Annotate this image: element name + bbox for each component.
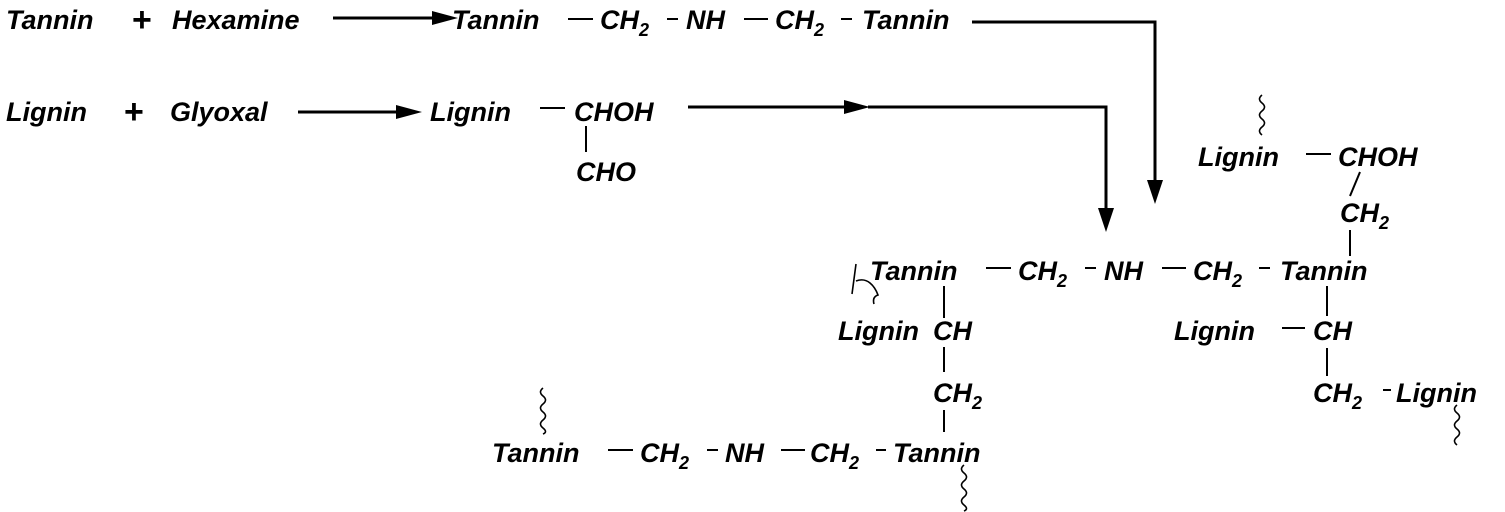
svg-text:CH2: CH2 xyxy=(1018,256,1067,291)
reaction-arrow-1-down xyxy=(972,20,1163,204)
reactant-lignin: Lignin xyxy=(6,97,87,127)
reaction-lignin-glyoxal: Lignin + Glyoxal Lignin CHOH CHO xyxy=(6,93,1114,232)
svg-text:Lignin: Lignin xyxy=(1396,378,1477,408)
reactant-hexamine: Hexamine xyxy=(172,5,300,35)
reactant-glyoxal: Glyoxal xyxy=(170,97,268,127)
crosslinked-network: Lignin CHOH CH2 Tannin CH2 NH CH2 Tannin… xyxy=(492,94,1477,512)
network-top-right-lignin: Lignin CHOH CH2 xyxy=(1198,94,1418,256)
product-tannin-bridge: Tannin CH2 NH CH2 Tannin xyxy=(452,5,950,40)
svg-text:Lignin: Lignin xyxy=(1174,316,1255,346)
plus-sign: + xyxy=(124,93,144,131)
reactant-tannin: Tannin xyxy=(6,5,94,35)
reaction-arrow-1 xyxy=(333,11,458,25)
product-lignin-chohcho: Lignin CHOH CHO xyxy=(430,97,654,187)
svg-text:CH: CH xyxy=(1313,316,1352,346)
svg-text:CH2: CH2 xyxy=(933,378,982,413)
plus-sign: + xyxy=(132,1,152,39)
svg-text:NH: NH xyxy=(686,5,725,35)
svg-text:Tannin: Tannin xyxy=(870,256,958,286)
svg-text:CH2: CH2 xyxy=(810,438,859,473)
reaction-tannin-hexamine: Tannin + Hexamine Tannin CH2 NH CH2 Tann… xyxy=(6,1,1163,204)
svg-text:CH2: CH2 xyxy=(1193,256,1242,291)
network-right-branch: Lignin CH CH2 Lignin xyxy=(1174,286,1477,446)
svg-text:Lignin: Lignin xyxy=(430,97,511,127)
reaction-arrow-2 xyxy=(298,105,422,119)
network-left-branch: Lignin CH CH2 xyxy=(838,263,982,432)
svg-text:CH2: CH2 xyxy=(640,438,689,473)
svg-text:Tannin: Tannin xyxy=(893,438,981,468)
svg-text:CH2: CH2 xyxy=(1313,378,1362,413)
svg-text:NH: NH xyxy=(725,438,764,468)
svg-text:Tannin: Tannin xyxy=(862,5,950,35)
network-bottom-chain: Tannin CH2 NH CH2 Tannin xyxy=(492,387,981,512)
svg-text:CH2: CH2 xyxy=(1340,198,1389,233)
svg-text:CH2: CH2 xyxy=(775,5,824,40)
network-main-chain: Tannin CH2 NH CH2 Tannin xyxy=(870,256,1368,291)
svg-text:CHO: CHO xyxy=(576,157,636,187)
svg-text:NH: NH xyxy=(1104,256,1143,286)
svg-text:CHOH: CHOH xyxy=(574,97,654,127)
svg-text:Tannin: Tannin xyxy=(452,5,540,35)
svg-text:CH2: CH2 xyxy=(600,5,649,40)
svg-text:Lignin: Lignin xyxy=(1198,142,1279,172)
reaction-arrow-2-down xyxy=(688,100,1114,232)
svg-text:CHOH: CHOH xyxy=(1338,142,1418,172)
svg-text:Lignin: Lignin xyxy=(838,316,919,346)
svg-text:Tannin: Tannin xyxy=(492,438,580,468)
svg-text:Tannin: Tannin xyxy=(1280,256,1368,286)
svg-text:CH: CH xyxy=(933,316,972,346)
